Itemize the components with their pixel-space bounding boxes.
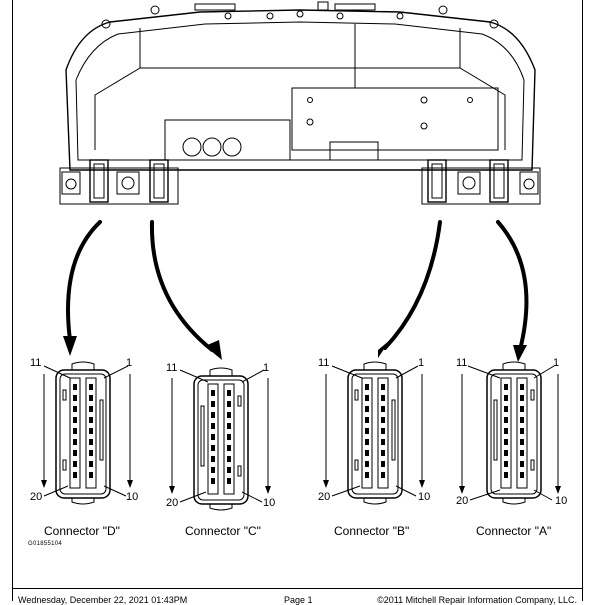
connector-d-pin-1: 1	[126, 357, 133, 369]
connector-a-face	[486, 361, 542, 505]
footer-copyright: ©2011 Mitchell Repair Information Compan…	[377, 595, 577, 605]
connector-d-pin-11: 11	[30, 357, 42, 369]
connector-d-pin-20: 20	[30, 491, 43, 503]
connector-c-face	[193, 367, 249, 511]
connector-b-pin-10: 10	[418, 491, 431, 503]
connector-c-label: Connector "C"	[185, 524, 261, 538]
connector-b-pin-20: 20	[318, 491, 331, 503]
connector-c-pin-20: 20	[166, 497, 179, 509]
page-footer: Wednesday, December 22, 2021 01:43PM Pag…	[12, 588, 583, 605]
pointer-arrows	[66, 220, 529, 352]
connector-c-pin-10: 10	[263, 497, 276, 509]
connector-b-pin-11: 11	[318, 357, 330, 369]
connector-a-label: Connector "A"	[476, 524, 552, 538]
connector-d-label: Connector "D"	[44, 524, 120, 538]
footer-date: Wednesday, December 22, 2021 01:43PM	[18, 595, 188, 605]
connector-c-pin-1: 1	[263, 362, 270, 374]
footer-page: Page 1	[284, 595, 313, 605]
page-frame	[12, 0, 583, 601]
pin-direction-arrows	[43, 365, 559, 503]
connector-b-face	[347, 361, 403, 505]
connector-a-pin-1: 1	[553, 357, 560, 369]
connector-c-pin-11: 11	[166, 362, 178, 374]
connector-a-pin-20: 20	[456, 495, 469, 507]
connector-d-pin-10: 10	[126, 491, 139, 503]
pin-arrow-heads	[41, 480, 561, 494]
cluster-housing	[59, 1, 541, 205]
connector-a-pin-11: 11	[456, 357, 468, 369]
connector-b-label: Connector "B"	[334, 524, 410, 538]
connector-a-pin-10: 10	[555, 495, 568, 507]
arrow-heads	[63, 336, 527, 362]
figure-id: G01855104	[28, 541, 63, 547]
connector-d-face	[55, 361, 111, 505]
connector-b-pin-1: 1	[418, 357, 425, 369]
